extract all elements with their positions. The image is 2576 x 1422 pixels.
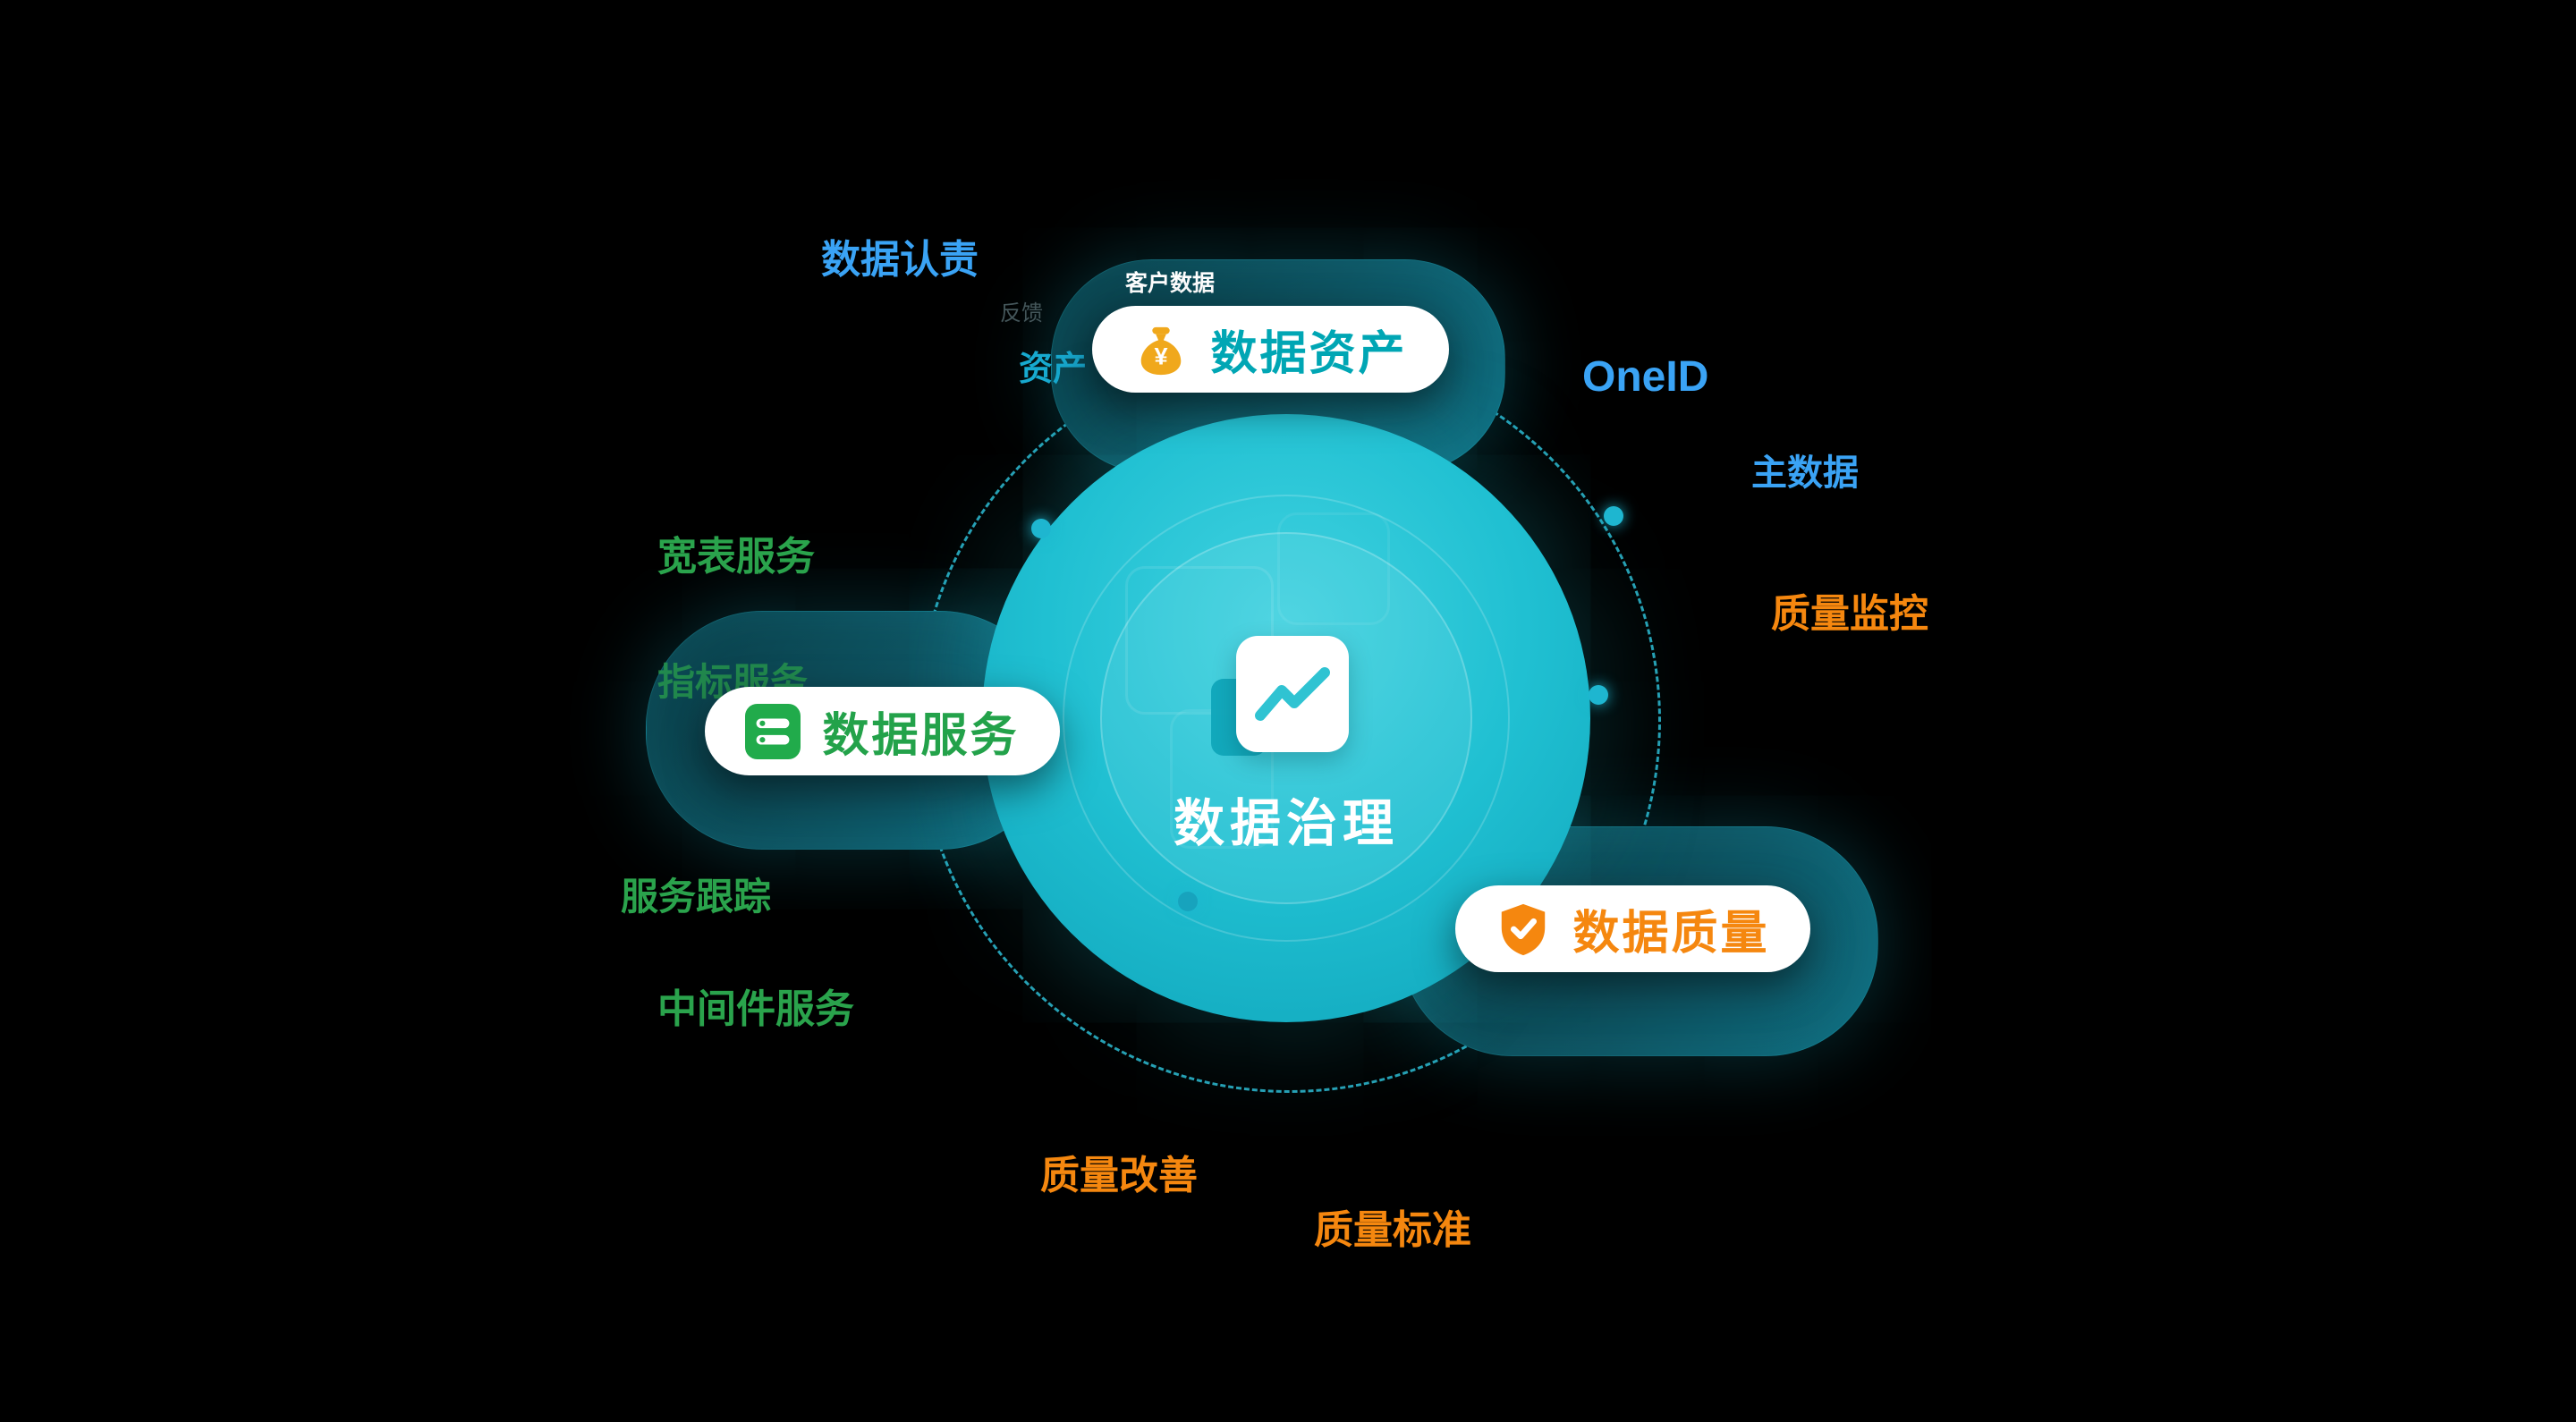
orbit-dot — [1031, 519, 1051, 538]
orbit-dot — [1604, 506, 1623, 526]
pill-data-quality[interactable]: 数据质量 — [1455, 885, 1810, 972]
center-title: 数据治理 — [1174, 795, 1399, 852]
pill-data-quality-label: 数据质量 — [1572, 908, 1770, 960]
pill-data-assets[interactable]: ¥ 数据资产 — [1092, 306, 1449, 393]
label-master-data: 主数据 — [1751, 453, 1859, 493]
label-feedback: 反馈 — [1000, 301, 1043, 326]
label-data-accountability: 数据认责 — [821, 238, 979, 282]
document-card-shape — [1236, 636, 1349, 752]
label-quality-monitoring: 质量监控 — [1771, 592, 1928, 636]
orbit-dot — [1589, 685, 1608, 705]
document-chart-icon — [1211, 636, 1381, 761]
trend-line-icon — [1255, 667, 1330, 721]
label-middleware-service: 中间件服务 — [657, 987, 854, 1031]
money-bag-icon: ¥ — [1141, 326, 1182, 375]
center-circle: 数据治理 — [982, 414, 1590, 1022]
shield-check-icon — [1502, 903, 1546, 955]
label-quality-standard: 质量标准 — [1314, 1208, 1471, 1252]
pill-data-services-label: 数据服务 — [822, 710, 1020, 762]
svg-text:¥: ¥ — [1155, 342, 1168, 369]
pill-data-services[interactable]: 数据服务 — [705, 687, 1060, 775]
label-wide-table-service: 宽表服务 — [657, 535, 815, 579]
label-oneid: OneID — [1582, 353, 1709, 401]
label-customer-data: 客户数据 — [1125, 271, 1216, 296]
decorative-ring-outer — [1063, 495, 1510, 942]
circuit-decoration — [1277, 512, 1390, 625]
label-quality-improvement: 质量改善 — [1040, 1154, 1198, 1198]
orbit-dot — [1178, 892, 1198, 911]
pill-data-assets-label: 数据资产 — [1210, 328, 1408, 380]
label-asset: 资产 — [1019, 351, 1088, 388]
server-stack-icon — [745, 703, 801, 759]
label-service-tracking: 服务跟踪 — [621, 876, 772, 918]
